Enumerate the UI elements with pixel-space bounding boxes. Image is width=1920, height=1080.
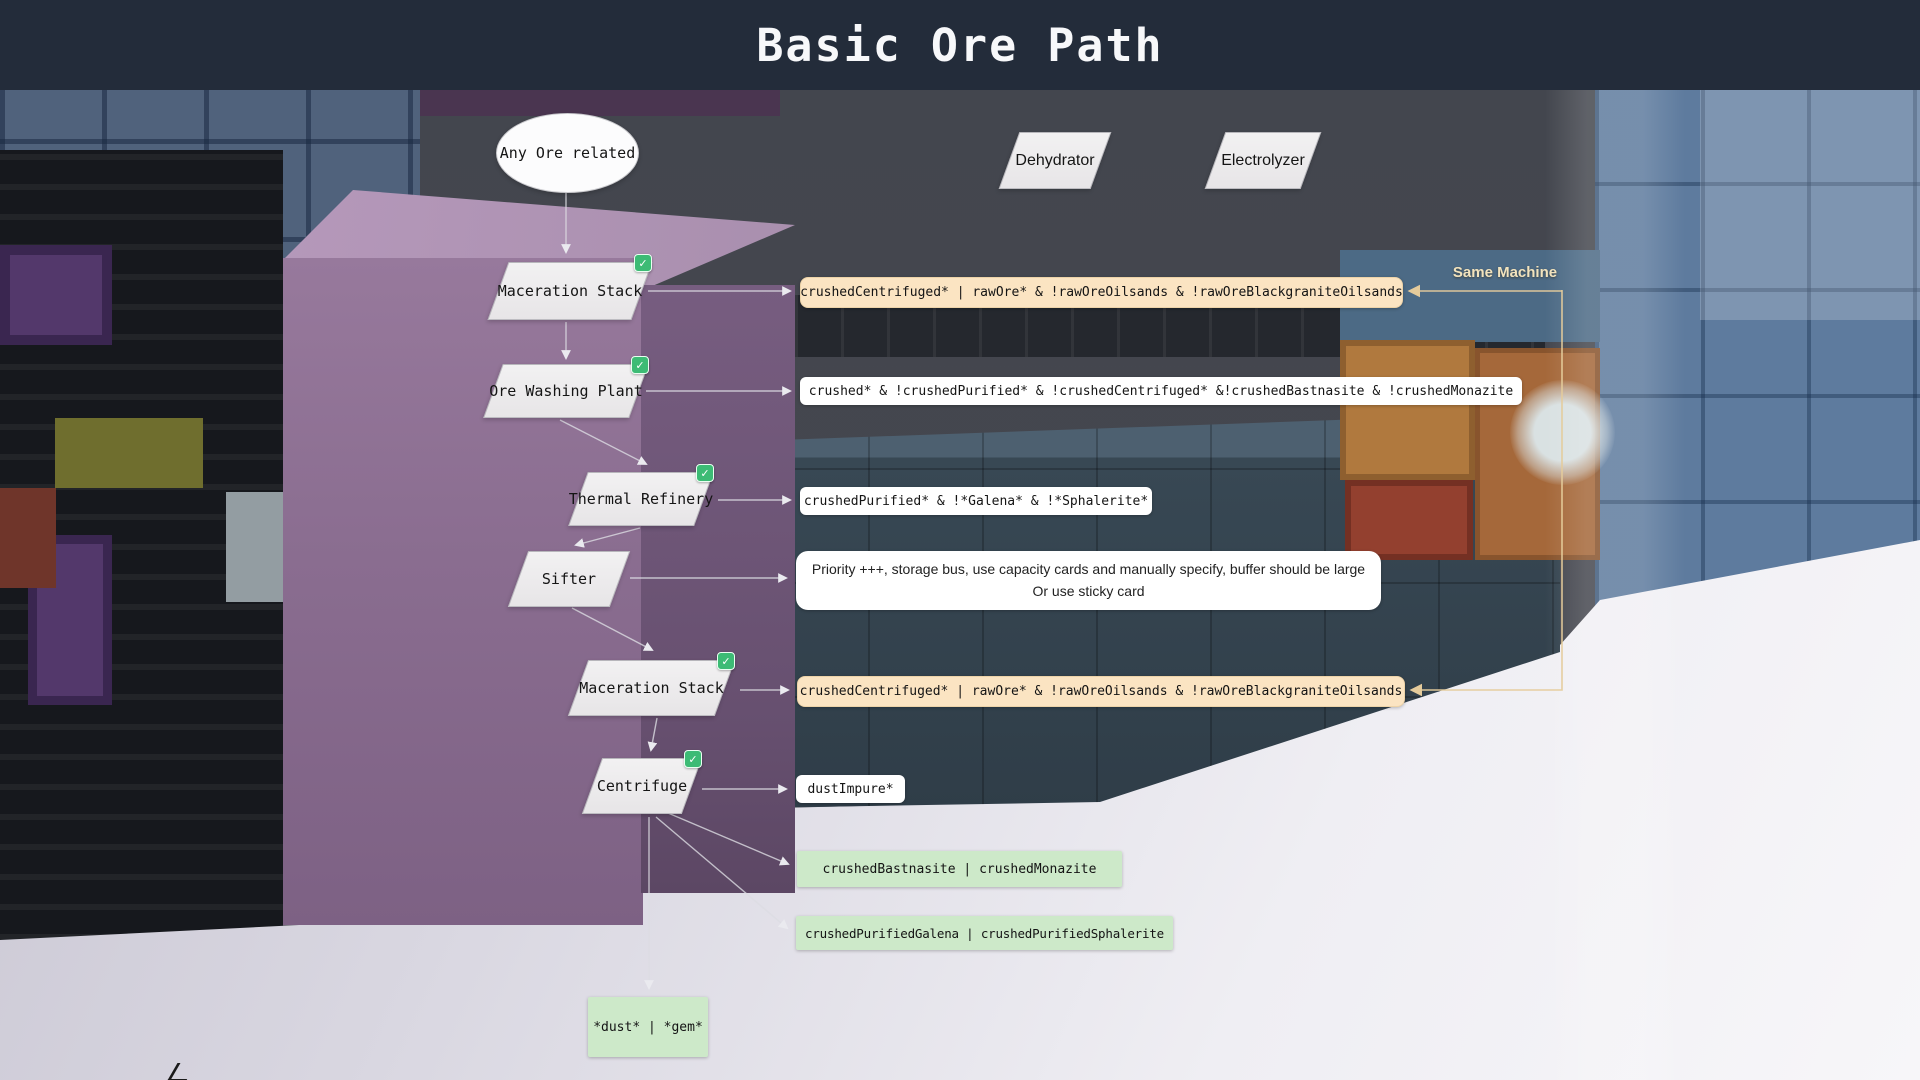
node-label: Electrolyzer: [1221, 151, 1305, 169]
check-badge: ✓: [717, 652, 735, 670]
background-light-streak: [1545, 90, 1685, 1080]
check-icon: ✓: [635, 358, 645, 372]
node-dehydrator: Dehydrator: [997, 132, 1113, 189]
header-bar: Basic Ore Path: [0, 0, 1920, 90]
sifter-note: Priority +++, storage bus, use capacity …: [796, 551, 1381, 610]
background-block: [55, 418, 203, 488]
background-block: [0, 245, 112, 345]
filter-maceration-1: crushedCentrifuged* | rawOre* & !rawOreO…: [800, 277, 1403, 308]
background-block: [1345, 480, 1473, 560]
background-block: [0, 488, 56, 588]
check-badge: ✓: [696, 464, 714, 482]
filter-maceration-2: crushedCentrifuged* | rawOre* & !rawOreO…: [797, 676, 1405, 707]
node-thermal-refinery: ✓ Thermal Refinery: [566, 464, 716, 526]
filter-thermal-refinery: crushedPurified* & !*Galena* & !*Sphaler…: [800, 487, 1152, 515]
node-label: Maceration Stack: [497, 282, 643, 300]
node-centrifuge: ✓ Centrifuge: [580, 750, 704, 814]
note-line-2: Or use sticky card: [1032, 582, 1145, 599]
background-wall-highlight: [1700, 90, 1920, 320]
node-any-ore-related: Any Ore related: [496, 113, 639, 193]
node-label: Maceration Stack: [579, 679, 724, 697]
check-icon: ✓: [721, 654, 731, 668]
node-label: Ore Washing Plant: [489, 382, 643, 400]
note-line-1: Priority +++, storage bus, use capacity …: [811, 560, 1366, 577]
node-label: Dehydrator: [1015, 151, 1095, 169]
check-icon: ✓: [638, 256, 648, 270]
background-block: [1340, 340, 1475, 480]
filter-dust-gem: *dust* | *gem*: [588, 997, 708, 1057]
node-label: Centrifuge: [596, 777, 688, 795]
filter-bastnasite-monazite: crushedBastnasite | crushedMonazite: [797, 851, 1122, 887]
background-scene: [0, 90, 1920, 1080]
check-badge: ✓: [631, 356, 649, 374]
same-machine-label: Same Machine: [1452, 264, 1558, 281]
check-badge: ✓: [684, 750, 702, 768]
node-electrolyzer: Electrolyzer: [1203, 132, 1323, 189]
background-wall-right: [1595, 90, 1920, 610]
check-icon: ✓: [700, 466, 710, 480]
node-sifter: Sifter: [506, 551, 632, 607]
page-title: Basic Ore Path: [756, 18, 1164, 72]
node-label: Sifter: [541, 570, 597, 588]
check-badge: ✓: [634, 254, 652, 272]
filter-galena-sphalerite: crushedPurifiedGalena | crushedPurifiedS…: [796, 916, 1173, 950]
node-ore-washing-plant: ✓ Ore Washing Plant: [481, 356, 651, 418]
filter-centrifuge-dust: dustImpure*: [796, 775, 905, 803]
check-icon: ✓: [688, 752, 698, 766]
background-machinery-left: [0, 150, 283, 940]
filter-ore-washer: crushed* & !crushedPurified* & !crushedC…: [800, 377, 1522, 405]
background-block: [226, 492, 283, 602]
node-maceration-stack-1: ✓ Maceration Stack: [486, 254, 654, 320]
node-label: Thermal Refinery: [568, 490, 714, 508]
node-maceration-stack-2: ✓ Maceration Stack: [566, 652, 737, 716]
